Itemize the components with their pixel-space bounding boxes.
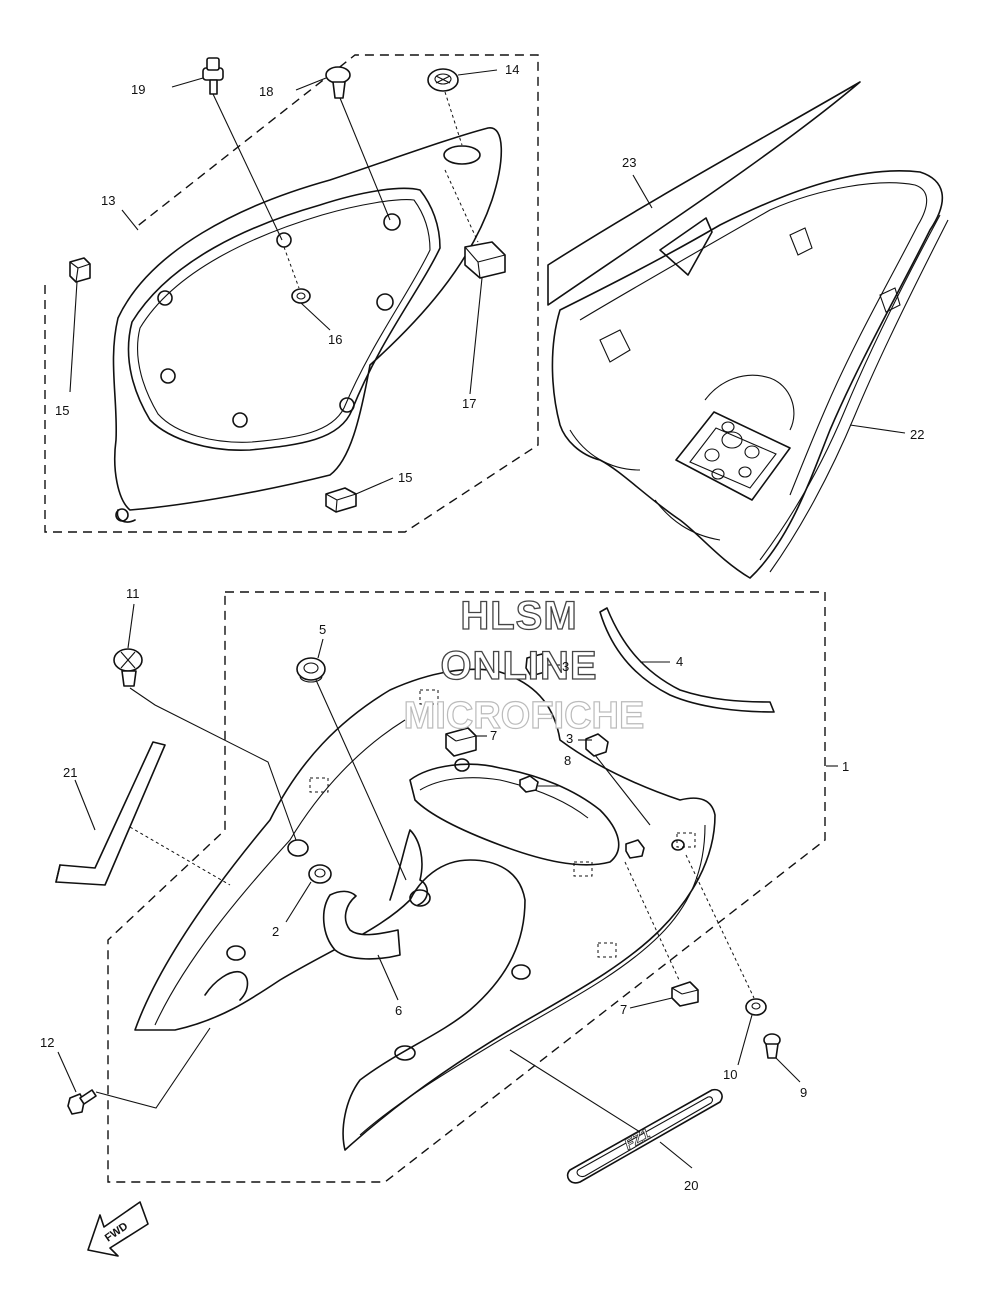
callout-11: 11 xyxy=(126,586,140,601)
callout-5: 5 xyxy=(319,622,326,637)
part-3-nut-right-icon xyxy=(578,733,651,826)
group-13-boundary xyxy=(44,54,539,533)
callout-15-bottom: 15 xyxy=(398,470,412,485)
part-23-decal-icon xyxy=(547,81,861,306)
part-8-clip-icon xyxy=(519,775,645,859)
part-22-tail-cowl-icon xyxy=(551,170,949,579)
part-1-side-cover-assy-icon xyxy=(134,668,716,1151)
callout-3-right: 3 xyxy=(566,731,573,746)
callout-2: 2 xyxy=(272,924,279,939)
part-20-emblem-icon: FZ1 xyxy=(509,1049,723,1184)
part-4-trim-strip-icon xyxy=(599,607,775,713)
callout-numbers: 19 18 14 13 16 17 15 15 23 22 11 5 3 4 7… xyxy=(40,62,924,1193)
part-7-damper-lower-icon xyxy=(624,861,699,1009)
part-16-washer-icon xyxy=(283,246,331,331)
part-14-grommet-icon xyxy=(427,68,498,146)
callout-15-left: 15 xyxy=(55,403,69,418)
watermark-line2: ONLINE xyxy=(440,644,597,688)
part-5-grommet-icon xyxy=(296,638,407,881)
callout-17: 17 xyxy=(462,396,476,411)
part-19-clip-icon xyxy=(171,57,283,241)
part-2-grommet-icon xyxy=(285,864,332,923)
group-1-boundary xyxy=(107,591,838,1183)
part-17-damper-icon xyxy=(444,169,506,395)
callout-14: 14 xyxy=(505,62,519,77)
callout-22: 22 xyxy=(910,427,924,442)
part-15-damper-bottom-icon xyxy=(325,477,394,513)
callout-21: 21 xyxy=(63,765,77,780)
mounting-bosses xyxy=(157,213,401,428)
callout-9: 9 xyxy=(800,1085,807,1100)
callout-3-upper: 3 xyxy=(562,659,569,674)
callout-12: 12 xyxy=(40,1035,54,1050)
part-12-fastener-icon xyxy=(57,1027,211,1115)
part-10-washer-icon xyxy=(685,854,767,1066)
part-18-screw-icon xyxy=(295,66,391,221)
leader-13 xyxy=(121,209,139,231)
fwd-arrow-icon: FWD xyxy=(87,1201,149,1257)
watermark: HLSM ONLINE MICROFICHE xyxy=(403,593,645,737)
part-3-nut-upper-icon xyxy=(525,653,560,677)
callout-10: 10 xyxy=(723,1067,737,1082)
callout-20: 20 xyxy=(684,1178,698,1193)
callout-7-upper: 7 xyxy=(490,728,497,743)
part-21-decal-icon xyxy=(55,741,231,886)
part-6-bracket-icon xyxy=(322,890,401,1001)
part-9-screw-icon xyxy=(763,1033,801,1083)
watermark-line1: HLSM xyxy=(460,594,577,638)
callout-6: 6 xyxy=(395,1003,402,1018)
part-11-screw-icon xyxy=(113,603,297,841)
callout-7-lower: 7 xyxy=(620,1002,627,1017)
part-15-damper-left-icon xyxy=(69,257,91,393)
side-cover-inner-panel xyxy=(112,127,503,523)
callout-13: 13 xyxy=(101,193,115,208)
callout-4: 4 xyxy=(676,654,683,669)
watermark-line3: MICROFICHE xyxy=(404,695,645,737)
callout-1: 1 xyxy=(842,759,849,774)
callout-8: 8 xyxy=(564,753,571,768)
callout-19: 19 xyxy=(131,82,145,97)
callout-23: 23 xyxy=(622,155,636,170)
callout-18: 18 xyxy=(259,84,273,99)
part-7-damper-upper-icon xyxy=(445,727,487,757)
callout-16: 16 xyxy=(328,332,342,347)
fwd-label: FWD xyxy=(103,1220,130,1244)
